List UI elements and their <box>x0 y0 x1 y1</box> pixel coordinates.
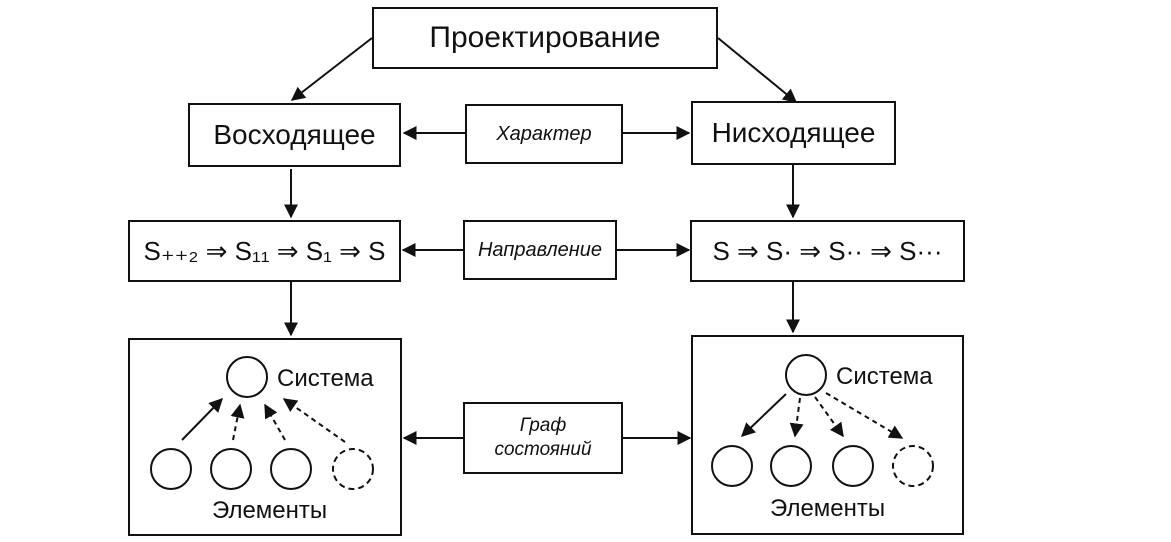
bottom-up-sequence-box: S₊₊₂ ⇒ S₁₁ ⇒ S₁ ⇒ S <box>128 220 401 282</box>
bottom-up-sequence: S₊₊₂ ⇒ S₁₁ ⇒ S₁ ⇒ S <box>143 235 386 266</box>
direction-box: Направление <box>463 220 617 280</box>
design-box: Проектирование <box>372 7 718 69</box>
left-system-node <box>226 356 268 398</box>
character-box: Характер <box>465 104 623 164</box>
left-element-node-dashed <box>332 448 374 490</box>
design-label: Проектирование <box>429 21 661 54</box>
arrow-top-to-left <box>290 37 373 101</box>
state-graph-line1: Граф <box>519 415 567 436</box>
state-graph-line2: состояний <box>494 439 592 460</box>
direction-label: Направление <box>477 238 603 261</box>
right-element-node-dashed <box>892 445 934 487</box>
right-edge <box>825 392 904 439</box>
bottom-up-label: Восходящее <box>213 119 376 150</box>
top-down-graph-box <box>691 335 964 535</box>
right-element-node <box>770 445 812 487</box>
left-edge <box>264 403 286 441</box>
top-down-box: Нисходящее <box>691 101 896 165</box>
top-down-sequence: S ⇒ S· ⇒ S·· ⇒ S··· <box>712 235 943 266</box>
bottom-up-box: Восходящее <box>188 103 401 167</box>
left-element-node <box>270 448 312 490</box>
left-system-label: Система <box>277 365 374 392</box>
right-system-label: Система <box>836 363 933 390</box>
right-edge <box>789 397 804 438</box>
top-down-sequence-box: S ⇒ S· ⇒ S·· ⇒ S··· <box>690 220 965 282</box>
left-element-node <box>150 448 192 490</box>
left-element-node <box>210 448 252 490</box>
right-edge <box>814 396 844 438</box>
right-edge <box>740 393 787 437</box>
top-down-label: Нисходящее <box>711 117 876 148</box>
bottom-up-graph-box <box>128 338 402 536</box>
right-element-node <box>832 445 874 487</box>
character-label: Характер <box>496 122 592 145</box>
arrow-top-to-right <box>717 37 798 103</box>
left-edge <box>230 403 245 441</box>
right-system-node <box>785 354 827 396</box>
right-elements-label: Элементы <box>770 495 886 522</box>
left-edge <box>181 397 223 441</box>
right-element-node <box>711 445 753 487</box>
left-edge <box>282 398 346 443</box>
state-graph-box: Граф состояний <box>463 402 623 474</box>
left-elements-label: Элементы <box>212 497 328 524</box>
